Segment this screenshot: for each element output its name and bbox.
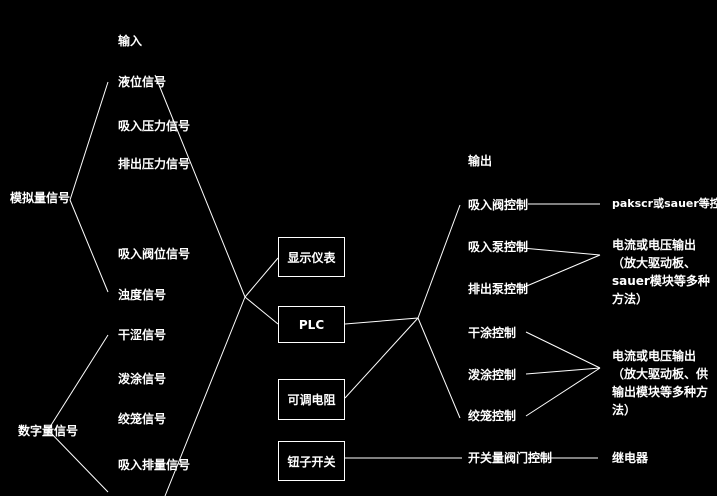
hub-to-outputs-top — [417, 204, 461, 319]
analog-line-level — [69, 81, 109, 201]
output-auger: 绞笼控制 — [468, 409, 517, 423]
discharge-pump-to-output-a — [521, 254, 601, 289]
plc-box: PLC — [278, 306, 345, 343]
target-output-a: 电流或电压输出（放大驱动板、sauer模块等多种方法） — [612, 238, 710, 306]
display-instrument-box: 显示仪表 — [278, 237, 345, 277]
resistor-to-output-hub — [344, 317, 419, 399]
output-heading: 输出 — [468, 154, 493, 168]
auger-to-output-b — [525, 367, 601, 417]
toggle-switch-box: 钮子开关 — [278, 441, 345, 481]
analog-item-suction-valve-position: 吸入阀位信号 — [118, 247, 191, 261]
digital-line-bottom — [47, 429, 109, 493]
hub-to-outputs-bottom — [417, 317, 461, 419]
output-suction-pump: 吸入泵控制 — [468, 240, 529, 254]
output-discharge-pump: 排出泵控制 — [468, 282, 529, 296]
analog-line-turbidity — [69, 199, 109, 293]
digital-item-auger: 绞笼信号 — [118, 412, 167, 426]
digital-item-dry: 干涩信号 — [118, 328, 167, 342]
output-switch-valve: 开关量阀门控制 — [468, 451, 553, 465]
adjustable-resistor-box: 可调电阻 — [278, 379, 345, 420]
analog-item-turbidity: 浊度信号 — [118, 288, 167, 302]
analog-group-label: 模拟量信号 — [10, 191, 71, 205]
spray-coating-to-output-b — [525, 367, 601, 375]
digital-line-top — [47, 334, 109, 431]
hub-to-display — [244, 257, 279, 298]
target-relay: 继电器 — [612, 451, 649, 465]
plc-to-output-hub — [344, 317, 419, 325]
analog-item-discharge-pressure: 排出压力信号 — [118, 157, 191, 171]
output-suction-valve: 吸入阀控制 — [468, 198, 529, 212]
dry-coating-to-output-b — [525, 331, 601, 369]
output-spray-coating: 泼涂控制 — [468, 368, 517, 382]
left-lower-line — [164, 296, 246, 496]
hub-to-plc — [244, 296, 279, 325]
output-dry-coating: 干涂控制 — [468, 326, 517, 340]
left-upper-line — [154, 74, 246, 298]
digital-item-spray: 泼涂信号 — [118, 372, 167, 386]
target-controller: pakscr或sauer等控制器 — [612, 197, 717, 210]
digital-group-label: 数字量信号 — [18, 424, 79, 438]
analog-item-level: 液位信号 — [118, 75, 167, 89]
target-output-b: 电流或电压输出（放大驱动板、供输出模块等多种方法） — [612, 349, 709, 417]
suction-pump-to-output-a — [521, 247, 601, 256]
digital-item-suction-displacement: 吸入排量信号 — [118, 458, 191, 472]
analog-item-suction-pressure: 吸入压力信号 — [118, 119, 191, 133]
input-heading: 输入 — [118, 34, 143, 48]
